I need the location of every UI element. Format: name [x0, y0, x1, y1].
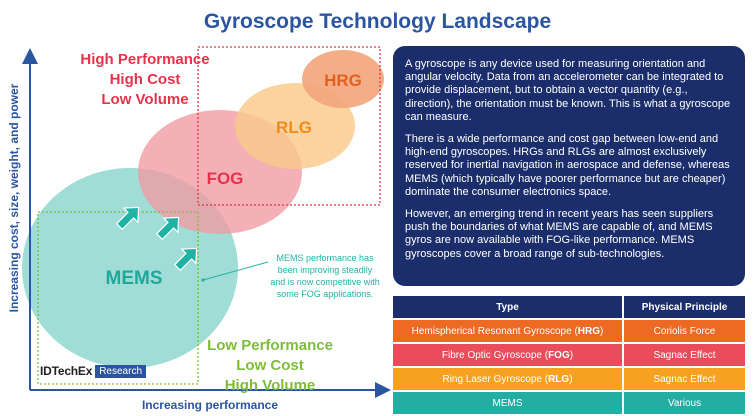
logo-sub-text: Research: [95, 364, 147, 378]
type-cell: Fibre Optic Gyroscope (FOG): [393, 344, 622, 366]
type-cell: Hemispherical Resonant Gyroscope (HRG): [393, 320, 622, 342]
description-paragraph: However, an emerging trend in recent yea…: [405, 208, 714, 260]
logo-main-text: IDTechEx: [40, 364, 93, 378]
type-name: Ring Laser Gyroscope (: [442, 373, 549, 385]
zone-line: Low Volume: [101, 91, 189, 108]
high-performance-label: High Performance High Cost Low Volume: [60, 50, 230, 110]
annotation-pointer-dot: [201, 278, 205, 282]
improvement-arrow: [155, 216, 180, 241]
table-header-row: Type Physical Principle: [393, 296, 745, 318]
low-performance-label: Low Performance Low Cost High Volume: [205, 336, 335, 396]
hrg-bubble: [302, 50, 384, 108]
mems-annotation: MEMS performance has been improving stea…: [270, 253, 380, 299]
type-abbr: HRG: [577, 325, 601, 337]
zone-line: High Cost: [109, 71, 181, 88]
table-row: Hemispherical Resonant Gyroscope (HRG) C…: [393, 320, 745, 342]
description-paragraph: There is a wide performance and cost gap…: [405, 133, 730, 198]
zone-line: Low Cost: [236, 357, 304, 374]
improvement-arrow: [115, 206, 140, 231]
table-row: Fibre Optic Gyroscope (FOG) Sagnac Effec…: [393, 344, 745, 366]
type-name: Fibre Optic Gyroscope (: [441, 349, 549, 361]
type-close: ): [569, 349, 574, 361]
description-panel: A gyroscope is any device used for measu…: [393, 46, 745, 286]
type-close: ): [600, 325, 604, 337]
hrg-label: HRG: [324, 71, 362, 90]
x-axis-label: Increasing performance: [141, 398, 279, 412]
page-title: Gyroscope Technology Landscape: [203, 10, 552, 33]
rlg-label: RLG: [276, 118, 312, 137]
annotation-pointer: [202, 261, 269, 281]
type-close: ): [569, 373, 573, 385]
principle-cell: Coriolis Force: [624, 320, 745, 342]
idtechex-logo: IDTechEx Research: [40, 362, 147, 380]
description-paragraph: A gyroscope is any device used for measu…: [405, 58, 731, 123]
type-cell: MEMS: [393, 392, 622, 414]
type-name: MEMS: [492, 397, 523, 409]
principle-cell: Sagnac Effect: [624, 344, 745, 366]
header-type: Type: [393, 296, 622, 318]
type-abbr: RLG: [548, 373, 570, 385]
improvement-arrow: [173, 247, 198, 272]
gyro-type-table: Type Physical Principle Hemispherical Re…: [393, 296, 745, 416]
mems-label: MEMS: [106, 268, 163, 289]
zone-line: Low Performance: [207, 337, 333, 354]
table-row: MEMS Various: [393, 392, 745, 414]
type-cell: Ring Laser Gyroscope (RLG): [393, 368, 622, 390]
zone-line: High Performance: [80, 51, 210, 68]
low-performance-zone: [37, 211, 199, 385]
fog-label: FOG: [207, 169, 244, 188]
type-name: Hemispherical Resonant Gyroscope (: [411, 325, 578, 337]
y-axis-label: Increasing cost, size, weight, and power: [7, 83, 21, 313]
type-abbr: FOG: [548, 349, 570, 361]
high-performance-zone: [197, 46, 381, 206]
principle-cell: Sagnac Effect: [624, 368, 745, 390]
principle-cell: Various: [624, 392, 745, 414]
header-principle: Physical Principle: [624, 296, 745, 318]
zone-line: High Volume: [224, 377, 316, 394]
table-row: Ring Laser Gyroscope (RLG) Sagnac Effect: [393, 368, 745, 390]
